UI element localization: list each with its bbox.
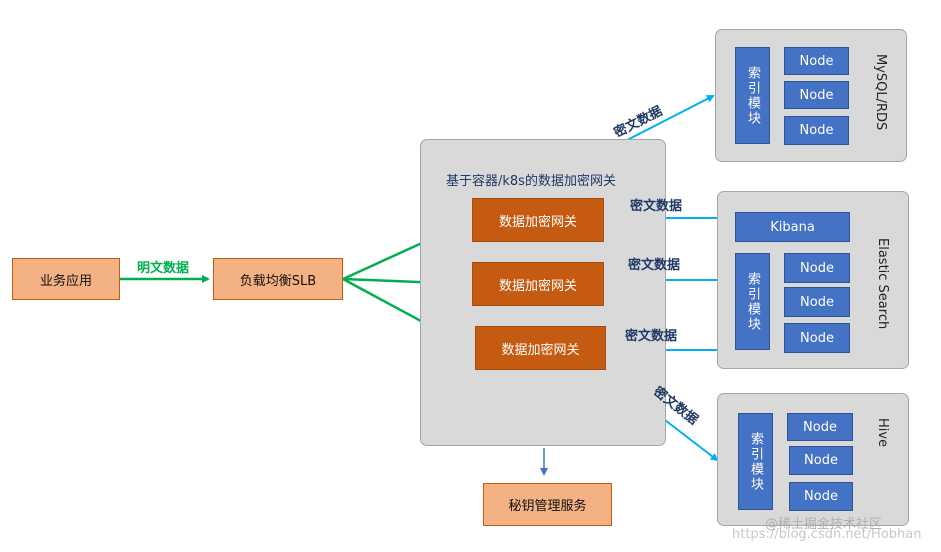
mysql-node-3: Node: [784, 116, 849, 145]
es-title: Elastic Search: [875, 238, 890, 330]
business-app-box: 业务应用: [12, 258, 120, 300]
gateway-box-2: 数据加密网关: [472, 262, 604, 306]
mysql-node-1: Node: [784, 47, 849, 75]
cipher-label-es-2: 密文数据: [628, 258, 681, 273]
es-node-3: Node: [784, 323, 850, 353]
cipher-label-es-3: 密文数据: [625, 329, 678, 344]
slb-box: 负载均衡SLB: [213, 258, 343, 300]
watermark-url: https://blog.csdn.net/Hobhan: [732, 527, 922, 542]
cipher-label-kibana: 密文数据: [630, 199, 683, 214]
hive-index-module: 索引模块: [738, 413, 773, 510]
plaintext-label: 明文数据: [137, 261, 190, 276]
hive-node-2: Node: [789, 446, 853, 475]
hive-node-1: Node: [787, 413, 853, 441]
gateway-box-1: 数据加密网关: [472, 198, 604, 242]
gateway-container-title: 基于容器/k8s的数据加密网关: [446, 174, 616, 189]
watermark-text: @稀土掘金技术社区: [765, 517, 883, 532]
mysql-index-module: 索引模块: [735, 47, 770, 144]
gateway-box-3: 数据加密网关: [475, 326, 606, 370]
hive-node-3: Node: [789, 482, 853, 511]
es-index-module: 索引模块: [735, 253, 770, 350]
mysql-node-2: Node: [784, 81, 849, 109]
es-kibana-box: Kibana: [735, 212, 850, 242]
es-node-1: Node: [784, 253, 850, 283]
secret-service-box: 秘钥管理服务: [483, 483, 612, 526]
mysql-title: MySQL/RDS: [873, 54, 888, 131]
es-node-2: Node: [784, 287, 850, 317]
hive-title: Hive: [875, 418, 890, 448]
